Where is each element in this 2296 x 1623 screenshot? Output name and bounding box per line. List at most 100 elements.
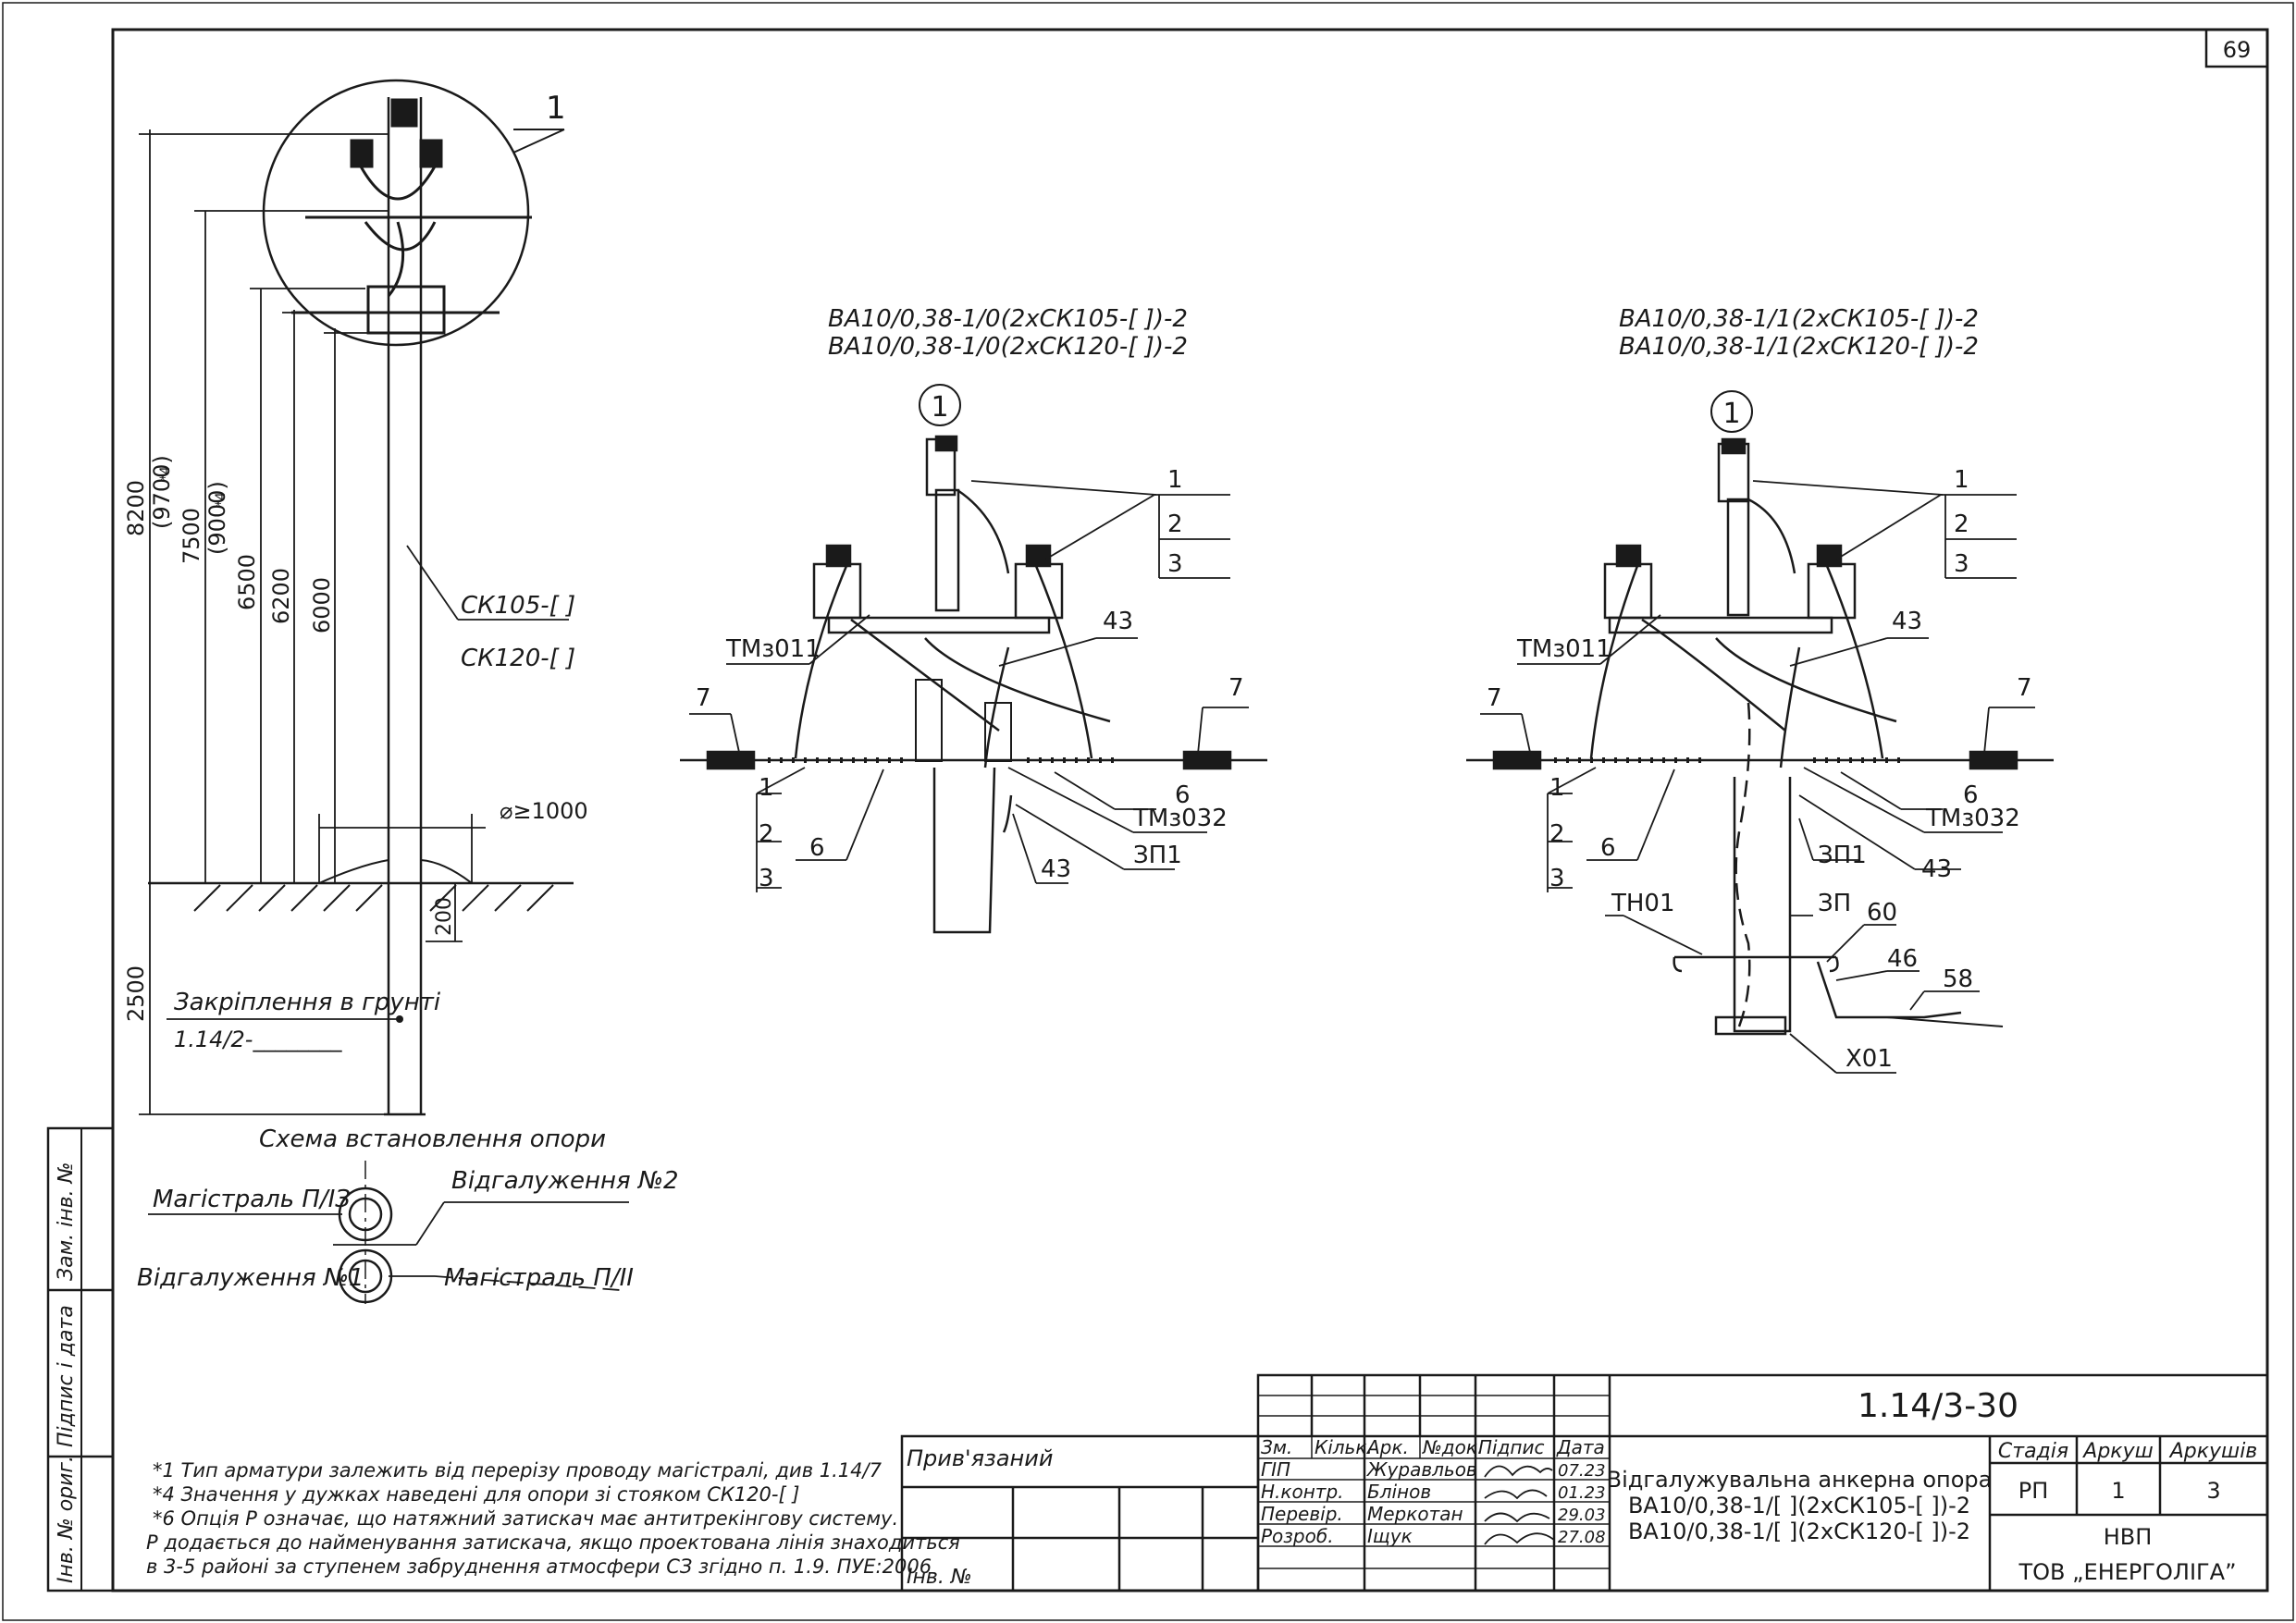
tb-desc-2: ВА10/0,38-1/[ ](2хСК105-[ ])-2: [1628, 1493, 1970, 1518]
left-label-6a: 6: [809, 834, 825, 862]
tb-date-1: 07.23: [1558, 1461, 1606, 1481]
dim-2500: 2500: [123, 965, 149, 1022]
left-label-43b: 43: [1041, 855, 1071, 883]
tb-stage: РП: [2018, 1478, 2049, 1504]
pole-type-1: СК105-[ ]: [461, 592, 575, 620]
right-label-x01: Х01: [1845, 1045, 1893, 1073]
left-label-tm011: ТМз011: [725, 635, 821, 663]
right-label-l3: 3: [1549, 865, 1565, 892]
tb-date-4: 27.08: [1558, 1528, 1606, 1547]
pole-view: 1: [123, 79, 588, 1116]
tb-code: 1.14/3-30: [1858, 1387, 2018, 1425]
detail-right: ВА10/0,38-1/1(2хСК105-[ ])-2 ВА10/0,38-1…: [1466, 305, 2054, 1074]
right-label-tn01: ТН01: [1611, 890, 1675, 917]
right-label-2: 2: [1954, 510, 1969, 538]
dim-8200: 8200: [123, 480, 149, 536]
tb-stage-label: Стадія: [1998, 1440, 2068, 1463]
dim-6200: 6200: [268, 568, 294, 624]
dim-6500: 6500: [234, 554, 260, 610]
tb-sheet-label: Аркуш: [2081, 1440, 2153, 1463]
dim-9700: (9700): [149, 455, 175, 529]
dim-7500: 7500: [179, 508, 204, 564]
stamp-signature-date: Підпис і дата: [55, 1305, 78, 1447]
tb-desc-1: Відгалужувальна анкерна опора: [1607, 1467, 1993, 1493]
tb-sheets: 3: [2206, 1478, 2220, 1504]
anchoring-ref: 1.14/2-________: [174, 1027, 342, 1052]
tb-date-3: 29.03: [1558, 1506, 1606, 1525]
tb-role-3: Перевір.: [1261, 1503, 1343, 1525]
note-3: *6 Опція Р означає, що натяжний затискач…: [153, 1507, 898, 1530]
note-4: Р додається до найменування затискача, я…: [146, 1531, 960, 1554]
right-label-l1: 1: [1549, 774, 1565, 802]
tb-role-4: Розроб.: [1261, 1525, 1334, 1547]
sheet-number: 69: [2223, 37, 2252, 63]
right-label-6a: 6: [1600, 834, 1616, 862]
right-label-zp: ЗП: [1818, 890, 1851, 917]
detail-left-callout: 1: [931, 391, 948, 424]
right-label-1: 1: [1954, 466, 1969, 494]
left-label-1: 1: [1167, 466, 1183, 494]
scheme-main-bottom: Магістраль П/ІІ: [444, 1264, 634, 1292]
scheme-title: Схема встановлення опори: [259, 1125, 606, 1153]
left-label-43a: 43: [1103, 608, 1133, 635]
tb-role-1: ГІП: [1261, 1458, 1290, 1481]
note-ref-4b: *4: [214, 492, 228, 507]
tb-header-date: Дата: [1556, 1436, 1605, 1458]
right-label-60: 60: [1867, 899, 1897, 927]
left-label-7b: 7: [1228, 674, 1244, 702]
anchoring-label: Закріплення в грунті: [174, 989, 441, 1016]
right-label-3: 3: [1954, 550, 1969, 578]
detail-left-title-1: ВА10/0,38-1/0(2хСК105-[ ])-2: [828, 305, 1188, 333]
note-5: в 3-5 районі за ступенем забруднення атм…: [146, 1555, 932, 1578]
tb-attached: Прив'язаний: [907, 1445, 1053, 1471]
left-label-l2: 2: [759, 820, 774, 848]
left-label-l3: 3: [759, 865, 774, 892]
note-ref-4a: *4: [158, 466, 173, 481]
right-label-7b: 7: [2017, 674, 2032, 702]
tb-role-2: Н.контр.: [1261, 1481, 1344, 1503]
left-label-tm032: ТМз032: [1132, 805, 1228, 832]
left-label-6b: 6: [1175, 781, 1191, 809]
tb-header-doc: №док.: [1422, 1436, 1483, 1458]
tb-name-3: Меркотан: [1367, 1503, 1463, 1525]
tb-name-1: Журавльов: [1365, 1458, 1477, 1481]
notes: *1 Тип арматури залежить від перерізу пр…: [146, 1459, 960, 1578]
right-label-zp1: ЗП1: [1818, 842, 1867, 869]
stamp-original-inv: Інв. № ориг.: [55, 1456, 78, 1583]
detail-left: ВА10/0,38-1/0(2хСК105-[ ])-2 ВА10/0,38-1…: [680, 305, 1267, 934]
tb-name-4: Іщук: [1367, 1525, 1413, 1547]
left-stamp-column: Інв. № ориг. Підпис і дата Зам. інв. №: [46, 1126, 115, 1592]
scheme-branch-2: Відгалуження №2: [451, 1167, 679, 1195]
tb-desc-3: ВА10/0,38-1/[ ](2хСК120-[ ])-2: [1628, 1518, 1970, 1544]
tb-name-2: Блінов: [1367, 1481, 1431, 1503]
tb-header-sign: Підпис: [1478, 1436, 1545, 1458]
tb-sheets-label: Аркушів: [2168, 1440, 2258, 1463]
tb-sheet: 1: [2111, 1478, 2125, 1504]
detail-right-title-2: ВА10/0,38-1/1(2хСК120-[ ])-2: [1619, 333, 1979, 361]
dim-6000: 6000: [309, 577, 335, 633]
detail-right-title-1: ВА10/0,38-1/1(2хСК105-[ ])-2: [1619, 305, 1979, 333]
installation-scheme: Схема встановлення опори Магістраль П/ІЗ…: [137, 1125, 679, 1304]
detail-right-callout: 1: [1722, 398, 1740, 430]
stamp-replacement-inv: Зам. інв. №: [55, 1162, 78, 1282]
right-label-46: 46: [1887, 945, 1918, 973]
dim-200: 200: [433, 897, 456, 936]
left-label-2: 2: [1167, 510, 1183, 538]
scheme-main-top: Магістраль П/ІЗ: [153, 1186, 351, 1213]
dim-diameter: ⌀≥1000: [500, 798, 588, 824]
left-label-zp1: ЗП1: [1133, 842, 1182, 869]
tb-header-sheet: Арк.: [1365, 1436, 1409, 1458]
right-label-tm032: ТМз032: [1925, 805, 2020, 832]
dim-9000: (9000): [204, 481, 230, 555]
right-label-7a: 7: [1487, 684, 1502, 712]
right-label-43a: 43: [1892, 608, 1922, 635]
tb-inv: Інв. №: [907, 1566, 972, 1589]
right-label-l2: 2: [1549, 820, 1565, 848]
pole-type-2: СК120-[ ]: [461, 645, 575, 672]
tb-header-qty: Кільк.: [1315, 1436, 1373, 1458]
note-1: *1 Тип арматури залежить від перерізу пр…: [153, 1459, 883, 1482]
left-label-l1: 1: [759, 774, 774, 802]
right-label-6b: 6: [1963, 781, 1979, 809]
scheme-branch-1: Відгалуження №1: [137, 1264, 364, 1292]
